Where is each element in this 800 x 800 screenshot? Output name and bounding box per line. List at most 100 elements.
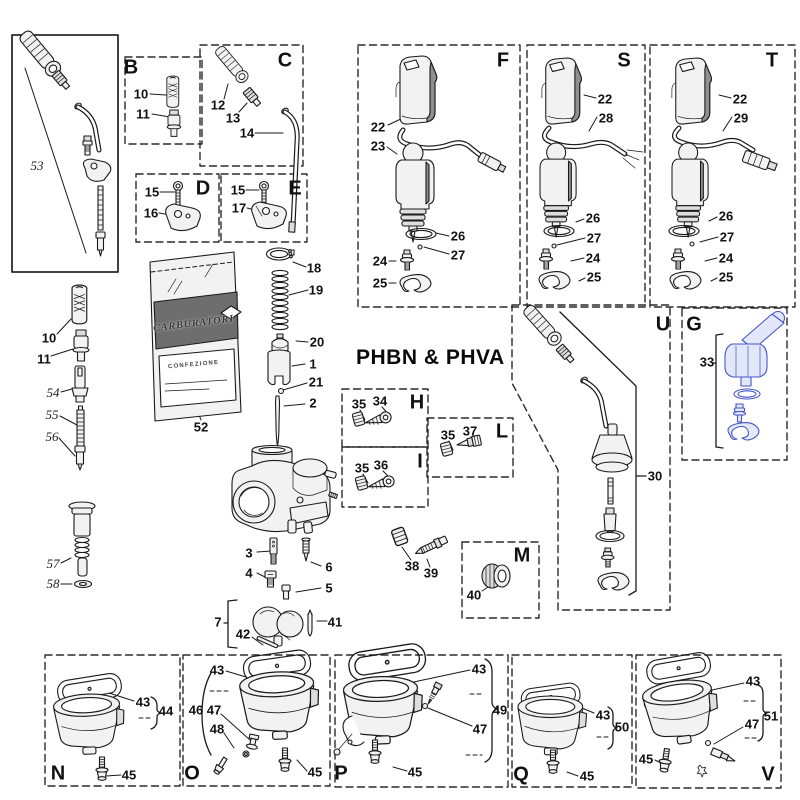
part-label-16: 16 bbox=[143, 205, 159, 221]
section-v-bowl-drawing bbox=[640, 650, 736, 778]
section-box-q bbox=[511, 654, 633, 788]
part-label-13: 13 bbox=[225, 110, 241, 126]
part-label-14: 14 bbox=[239, 125, 255, 141]
part-label-25: 25 bbox=[372, 275, 388, 291]
jets-and-float-drawing bbox=[252, 537, 313, 649]
section-letter-N: N bbox=[50, 762, 66, 785]
part-label-17: 17 bbox=[231, 200, 247, 216]
section-e-parts-drawing bbox=[251, 180, 287, 230]
part-label-29: 29 bbox=[733, 110, 749, 126]
section-letter-I: I bbox=[417, 450, 423, 473]
part-label-27: 27 bbox=[719, 229, 735, 245]
part-label-33: 33 bbox=[699, 354, 715, 370]
part-label-23: 23 bbox=[370, 138, 386, 154]
part-label-5: 5 bbox=[325, 580, 333, 596]
part-label-42: 42 bbox=[235, 626, 251, 642]
part-label-36: 36 bbox=[373, 457, 389, 473]
part-label-46: 46 bbox=[188, 702, 204, 718]
part-label-7: 7 bbox=[214, 614, 222, 630]
section-letter-M: M bbox=[513, 544, 531, 567]
part-label-24: 24 bbox=[585, 250, 601, 266]
part-label-54: 54 bbox=[46, 385, 60, 400]
section-letter-L: L bbox=[495, 420, 509, 443]
section-box-u bbox=[511, 304, 671, 611]
part-label-35: 35 bbox=[354, 460, 370, 476]
section-box-m bbox=[461, 541, 540, 619]
section-letter-Q: Q bbox=[513, 763, 529, 786]
section-box-53 bbox=[11, 34, 119, 273]
part-label-43: 43 bbox=[745, 673, 761, 689]
section-f-parts-drawing bbox=[395, 55, 507, 293]
section-s-parts-drawing bbox=[538, 57, 644, 290]
part-label-47: 47 bbox=[472, 721, 488, 737]
part-label-27: 27 bbox=[450, 247, 466, 263]
throttle-assembly-53-drawing bbox=[16, 27, 112, 257]
section-p-bowl-drawing bbox=[333, 641, 443, 764]
section-box-v bbox=[635, 654, 782, 789]
section-m-knob-drawing bbox=[481, 563, 511, 589]
section-box-g bbox=[681, 307, 788, 461]
part-label-38: 38 bbox=[404, 558, 420, 574]
part-label-37: 37 bbox=[462, 423, 478, 439]
section-box-b bbox=[124, 56, 203, 145]
bag-pack-label-text: CONFEZIONE bbox=[167, 359, 220, 371]
section-letter-S: S bbox=[617, 49, 631, 72]
part-label-21: 21 bbox=[308, 374, 324, 390]
part-label-57: 57 bbox=[46, 556, 60, 571]
part-label-26: 26 bbox=[585, 210, 601, 226]
part-label-45: 45 bbox=[638, 751, 654, 767]
part-label-22: 22 bbox=[370, 119, 386, 135]
part-label-20: 20 bbox=[309, 334, 325, 350]
part-label-1: 1 bbox=[309, 356, 317, 372]
part-label-22: 22 bbox=[597, 91, 613, 107]
section-letter-V: V bbox=[761, 763, 775, 786]
section-letter-E: E bbox=[288, 177, 302, 200]
part-label-47: 47 bbox=[744, 716, 760, 732]
part-label-35: 35 bbox=[351, 396, 367, 412]
section-box-c bbox=[199, 44, 304, 167]
part-label-15: 15 bbox=[144, 184, 160, 200]
section-t-parts-drawing bbox=[668, 57, 778, 290]
section-box-o bbox=[182, 654, 331, 787]
section-letter-O: O bbox=[184, 762, 200, 785]
part-label-48: 48 bbox=[209, 721, 225, 737]
part-label-56: 56 bbox=[45, 429, 59, 444]
part-label-43: 43 bbox=[209, 662, 225, 678]
part-label-4: 4 bbox=[245, 565, 253, 581]
part-label-41: 41 bbox=[327, 614, 343, 630]
part-label-52: 52 bbox=[193, 419, 209, 435]
part-label-27: 27 bbox=[586, 230, 602, 246]
section-letter-P: P bbox=[334, 762, 348, 785]
section-c-parts-drawing bbox=[212, 43, 300, 233]
part-label-19: 19 bbox=[308, 282, 324, 298]
part-label-24: 24 bbox=[372, 253, 388, 269]
section-box-p bbox=[334, 654, 509, 788]
part-label-43: 43 bbox=[471, 661, 487, 677]
section-u-choke-drawing bbox=[520, 302, 633, 591]
part-label-25: 25 bbox=[718, 269, 734, 285]
part-label-44: 44 bbox=[158, 703, 174, 719]
part-label-6: 6 bbox=[325, 559, 333, 575]
part-label-43: 43 bbox=[135, 694, 151, 710]
section-letter-D: D bbox=[195, 177, 211, 200]
part-label-49: 49 bbox=[492, 702, 508, 718]
section-b-parts-drawing bbox=[166, 75, 182, 137]
parts-bag-drawing bbox=[149, 251, 242, 422]
callout-brackets bbox=[150, 311, 768, 763]
part-label-50: 50 bbox=[614, 719, 630, 735]
part-label-24: 24 bbox=[718, 250, 734, 266]
section-boxes bbox=[11, 34, 796, 789]
slide-assembly-drawing bbox=[265, 247, 295, 447]
section-o-bowl-drawing bbox=[213, 648, 322, 775]
part-label-10: 10 bbox=[133, 86, 149, 102]
section-letter-G: G bbox=[686, 313, 702, 336]
part-label-28: 28 bbox=[598, 110, 614, 126]
part-label-34: 34 bbox=[372, 393, 388, 409]
part-label-55: 55 bbox=[45, 407, 59, 422]
part-label-2: 2 bbox=[309, 395, 317, 411]
part-label-39: 39 bbox=[423, 565, 439, 581]
part-label-25: 25 bbox=[586, 269, 602, 285]
part-label-15: 15 bbox=[230, 182, 246, 198]
